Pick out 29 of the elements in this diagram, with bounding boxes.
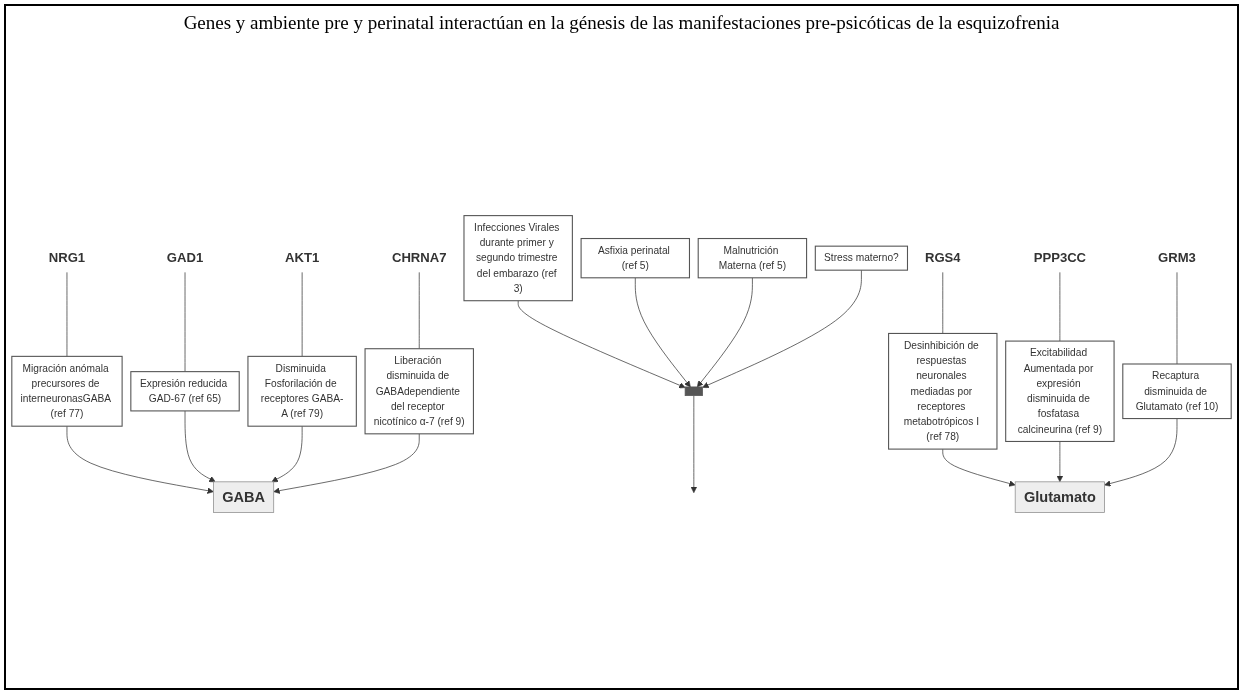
node-box: Malnutrición Materna (ref 5): [697, 238, 808, 279]
connector: [66, 272, 68, 357]
node-box: Desinhibición de respuestas neuronales mediadas por receptores metabotrópicos I (ref 78): [888, 332, 998, 450]
connector: [1059, 272, 1061, 342]
node-box: Stress materno?: [814, 245, 909, 271]
node-box: Disminuida Fosforilación de receptores GABA-A (ref 79): [247, 355, 357, 427]
node-box: Liberación disminuida de GABAdependiente del receptor nicotínico α-7 (ref 9): [364, 348, 474, 435]
diagram-title: Genes y ambiente pre y perinatal interactúan en la génesis de las manifestaciones pre-psicóticas de la esquizofrenia: [182, 11, 1061, 35]
node-box: GABA: [213, 481, 275, 513]
node-text: NRG1: [48, 250, 86, 266]
node-text: PPP3CC: [1033, 250, 1087, 266]
connector: [418, 272, 420, 350]
node-box: Migración anómala precursores de interneuronasGABA (ref 77): [11, 355, 123, 427]
node-text: GRM3: [1158, 250, 1196, 266]
node-text: GAD1: [166, 250, 204, 266]
node-bar: [684, 386, 703, 396]
connector: [942, 272, 944, 334]
node-text: CHRNA7: [391, 250, 447, 266]
node-box: Expresión reducida GAD-67 (ref 65): [130, 371, 240, 412]
node-text: AKT1: [285, 250, 320, 266]
connector: [301, 272, 303, 357]
node-box: Glutamato: [1014, 481, 1105, 513]
connector: [184, 272, 186, 372]
node-box: Excitabilidad Aumentada por expresión disminuida de fosfatasa calcineurina (ref 9): [1005, 340, 1115, 442]
connector: [1176, 272, 1178, 365]
node-box: Recaptura disminuida de Glutamato (ref 10): [1122, 363, 1232, 420]
node-box: Asfixia perinatal (ref 5): [580, 238, 690, 279]
node-box: Infecciones Virales durante primer y segundo trimestre del embarazo (ref 3): [463, 215, 573, 302]
node-text: RGS4: [924, 250, 961, 266]
